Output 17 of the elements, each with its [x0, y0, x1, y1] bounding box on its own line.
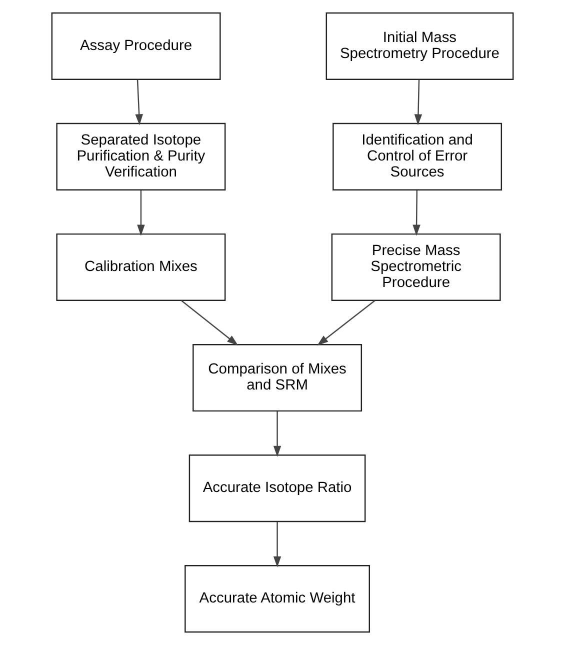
arrow: [414, 80, 422, 126]
node-box: Identification and Control of Error Sources: [332, 122, 502, 190]
node-box: Accurate Atomic Weight: [184, 565, 370, 633]
arrow: [272, 522, 281, 568]
node-box: Separated Isotope Purification & Purity Verification: [56, 122, 226, 190]
arrow: [316, 300, 375, 346]
node-box: Comparison of Mixes and SRM: [192, 344, 362, 412]
arrow: [180, 300, 238, 346]
node-box: Initial Mass Spectrometry Procedure: [325, 12, 514, 80]
arrow: [272, 411, 281, 457]
node-box: Assay Procedure: [50, 12, 220, 80]
arrow: [134, 80, 142, 126]
node-box: Calibration Mixes: [56, 233, 226, 301]
arrow: [412, 190, 420, 236]
arrow: [136, 190, 144, 236]
node-box: Accurate Isotope Ratio: [188, 454, 366, 522]
node-box: Precise Mass Spectrometric Procedure: [330, 233, 500, 301]
